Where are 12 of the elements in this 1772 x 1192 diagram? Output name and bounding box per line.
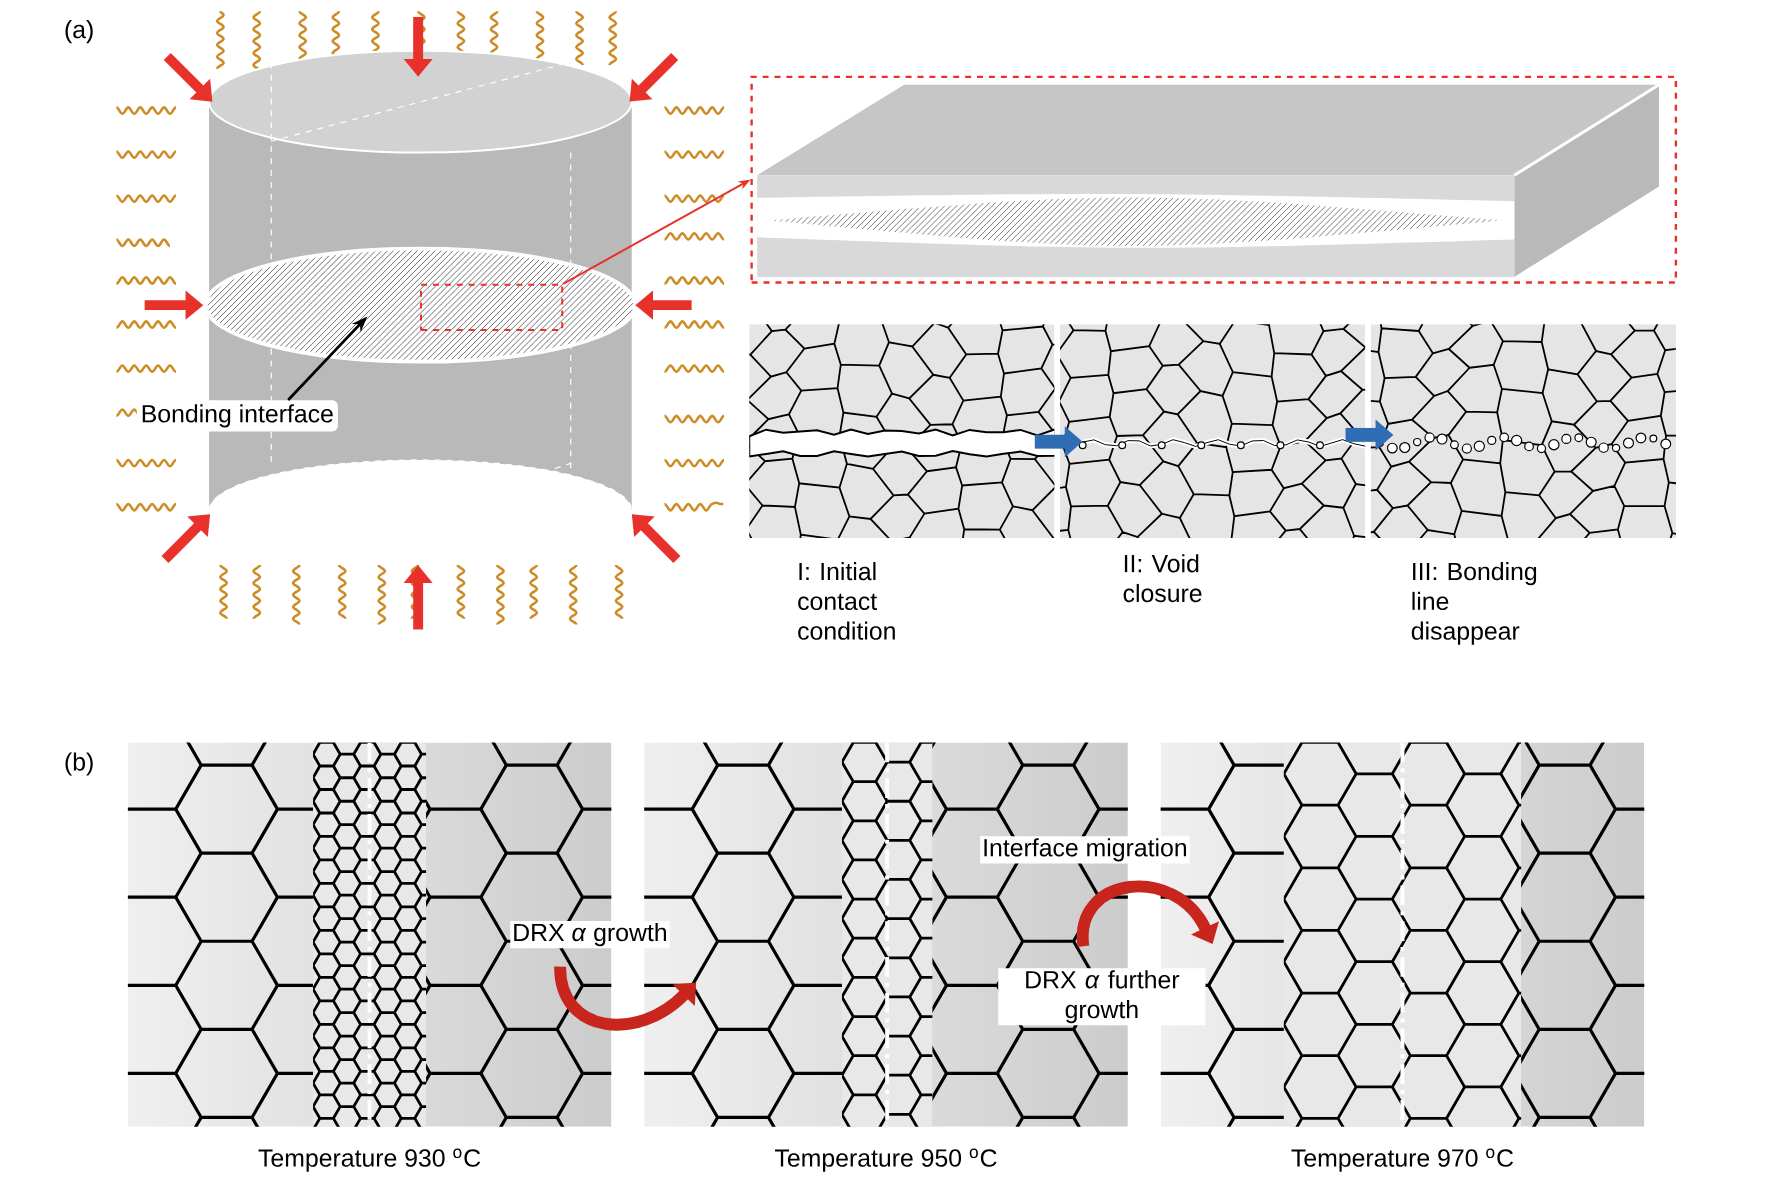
dashed-box (420, 283, 564, 331)
curved-arrow (1077, 880, 1220, 947)
edge-label: DRX α growth (510, 920, 670, 949)
label: Temperature 950 $^{o}$C (775, 1148, 997, 1172)
label: II: Void closure (1123, 554, 1202, 603)
label: III: Bonding line disappear (1411, 561, 1537, 645)
label: Temperature 970 $^{o}$C (1291, 1148, 1514, 1172)
panel-label: (a) (65, 19, 93, 44)
annotation: Interface migration (980, 836, 1190, 864)
label: Temperature 930 $^{o}$C (258, 1148, 481, 1172)
edge-label: DRX α further growth (998, 968, 1206, 1026)
label: I: Initial contact condition (798, 561, 895, 640)
